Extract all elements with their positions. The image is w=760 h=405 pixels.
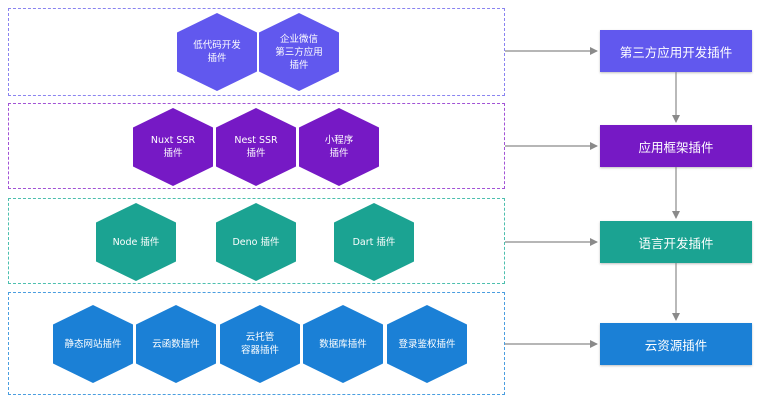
plugin-hex-miniprogram: 小程序 插件 bbox=[299, 108, 379, 186]
group-box-framework bbox=[8, 103, 505, 189]
layer-box-cloud: 云资源插件 bbox=[600, 323, 752, 365]
layer-box-language: 语言开发插件 bbox=[600, 221, 752, 263]
group-box-third-party bbox=[8, 8, 505, 96]
group-box-cloud bbox=[8, 292, 505, 395]
plugin-hex-database: 数据库插件 bbox=[303, 305, 383, 383]
plugin-hex-auth: 登录鉴权插件 bbox=[387, 305, 467, 383]
layer-box-third-party: 第三方应用开发插件 bbox=[600, 30, 752, 72]
group-box-language bbox=[8, 198, 505, 284]
plugin-hex-wecom: 企业微信 第三方应用 插件 bbox=[259, 13, 339, 91]
layer-box-framework: 应用框架插件 bbox=[600, 125, 752, 167]
plugin-hex-dart: Dart 插件 bbox=[334, 203, 414, 281]
plugin-hex-static-website: 静态网站插件 bbox=[53, 305, 133, 383]
